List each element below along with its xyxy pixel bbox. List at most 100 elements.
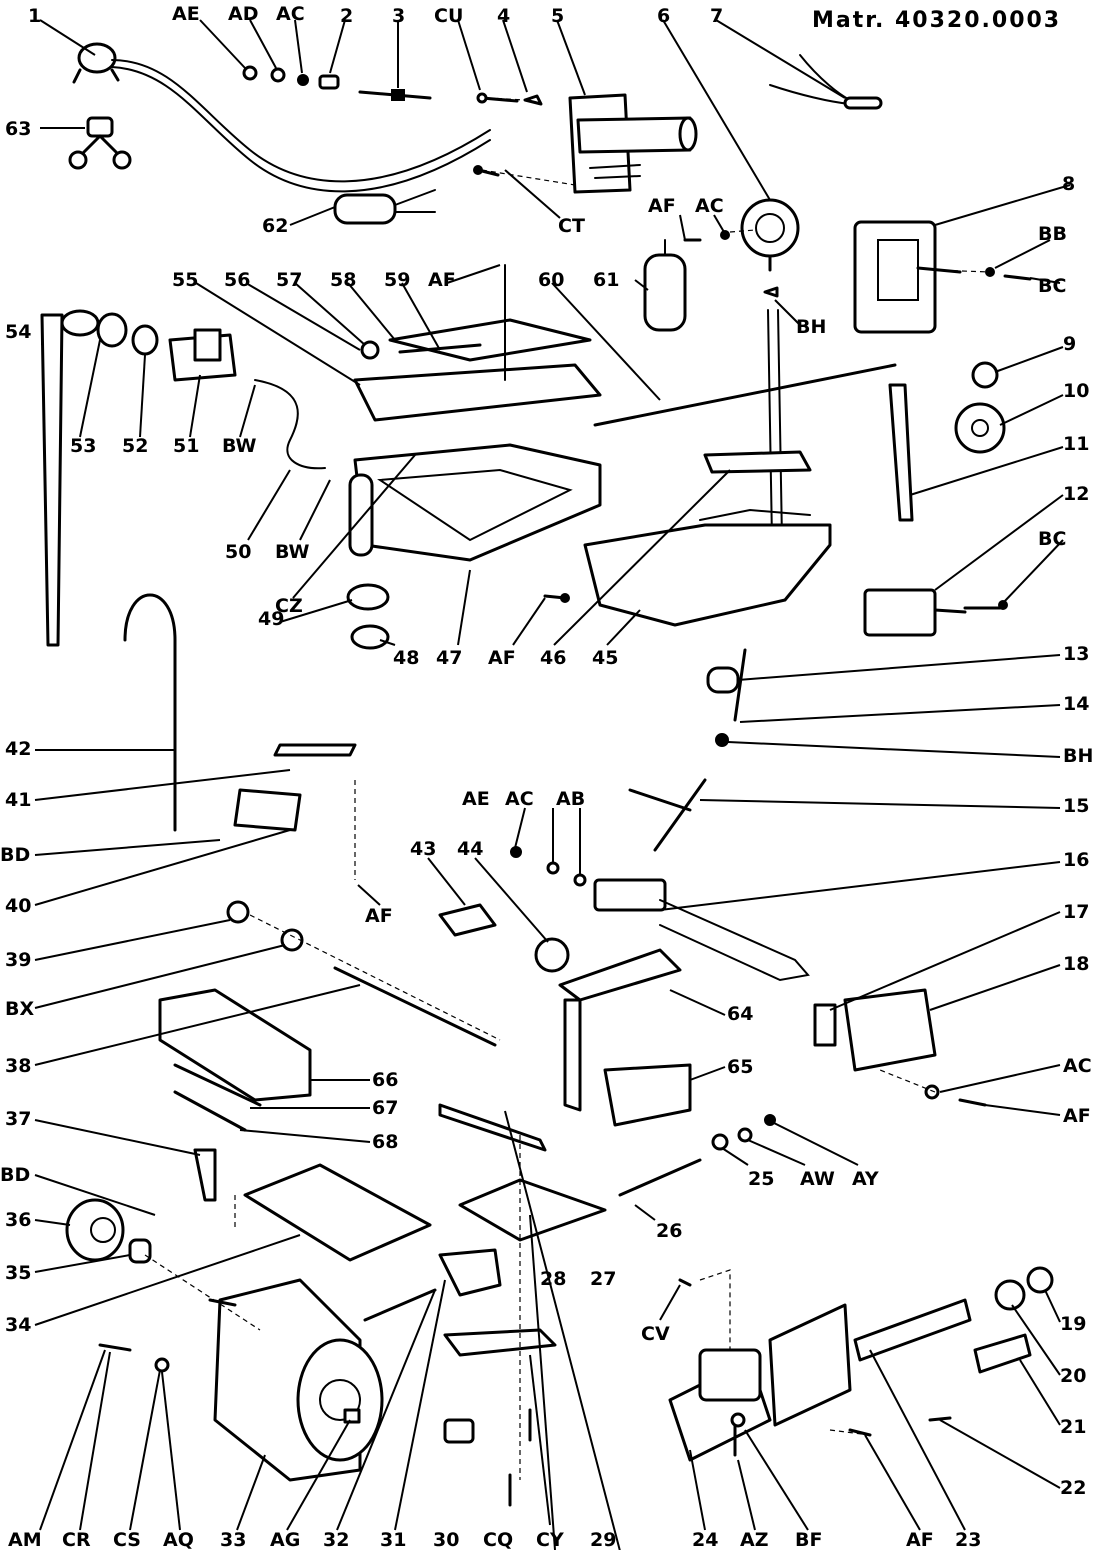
label-36: 36 [5,1209,31,1231]
label-5: 5 [551,5,564,27]
label-23: 23 [955,1529,981,1550]
label-4: 4 [497,5,510,27]
label-33: 33 [220,1529,246,1550]
label-24: 24 [692,1529,718,1550]
label-39: 39 [5,949,31,971]
label-47: 47 [436,647,462,669]
label-35: 35 [5,1262,31,1284]
part-16-heater-drawing [593,878,810,982]
label-26: 26 [656,1220,682,1242]
label-AY: AY [852,1168,879,1190]
label-66: 66 [372,1069,398,1091]
label-55: 55 [172,269,198,291]
label-50: 50 [225,541,251,563]
label-AF-c: AF [488,647,516,669]
label-60: 60 [538,269,564,291]
part-45-tray-drawing [583,450,832,627]
leader-lines [34,19,1071,1550]
label-AC-d: AC [505,788,534,810]
label-AB: AB [556,788,585,810]
label-52: 52 [122,435,148,457]
label-68: 68 [372,1131,398,1153]
label-BB: BB [1038,223,1067,245]
label-28: 28 [540,1268,566,1290]
label-AF-b: AF [428,269,456,291]
label-58: 58 [330,269,356,291]
label-AE: AE [172,3,200,25]
label-65: 65 [727,1056,753,1078]
label-AG: AG [270,1529,300,1550]
label-20: 20 [1060,1365,1086,1387]
label-49: 49 [258,608,284,630]
label-CQ: CQ [483,1529,513,1550]
label-40: 40 [5,895,31,917]
part-62-capacitor-drawing [333,189,436,225]
label-11: 11 [1063,433,1089,455]
label-21: 21 [1060,1416,1086,1438]
label-30: 30 [433,1529,459,1550]
label-31: 31 [380,1529,406,1550]
assembly-dash-lines [144,97,991,1480]
label-BD-a: BD [0,844,30,866]
part-drawings [40,42,1054,1507]
label-1: 1 [28,5,41,27]
label-42: 42 [5,738,31,760]
label-13: 13 [1063,643,1089,665]
part-1-inlet-hose-drawing [72,42,491,193]
label-29: 29 [590,1529,616,1550]
label-AF-e: AF [365,905,393,927]
model-number: Matr. 40320.0003 [812,8,1061,33]
label-62: 62 [262,215,288,237]
label-BX: BX [5,998,34,1020]
label-BW-a: BW [222,435,256,457]
label-15: 15 [1063,795,1089,817]
label-CR: CR [62,1529,91,1550]
label-BH-b: BH [1063,745,1093,767]
label-BC-b: BC [1038,528,1066,550]
label-CZ: CZ [275,595,303,617]
label-59: 59 [384,269,410,291]
label-BH-a: BH [796,316,826,338]
label-44: 44 [457,838,483,860]
label-9: 9 [1063,333,1076,355]
label-CS: CS [113,1529,141,1550]
label-2: 2 [340,5,353,27]
label-AC-c: AC [1063,1055,1092,1077]
label-AE-b: AE [462,788,490,810]
part-8-timer-drawing [853,220,1032,334]
label-67: 67 [372,1097,398,1119]
label-CV: CV [641,1323,670,1345]
part-54-drain-tube-drawing [40,309,100,647]
label-AQ: AQ [163,1529,194,1550]
part-47-dispenser-drawing [348,443,602,562]
label-AF-d: AF [1063,1105,1091,1127]
label-32: 32 [323,1529,349,1550]
label-AF-a: AF [648,195,676,217]
label-46: 46 [540,647,566,669]
label-AF-f: AF [906,1529,934,1550]
label-19: 19 [1060,1313,1086,1335]
label-18: 18 [1063,953,1089,975]
label-38: 38 [5,1055,31,1077]
label-17: 17 [1063,901,1089,923]
label-BW-b: BW [275,541,309,563]
label-63: 63 [5,118,31,140]
label-12: 12 [1063,483,1089,505]
label-41: 41 [5,789,31,811]
label-AM: AM [8,1529,42,1550]
label-53: 53 [70,435,96,457]
label-14: 14 [1063,693,1089,715]
label-AZ: AZ [740,1529,768,1550]
label-37: 37 [5,1108,31,1130]
label-AC-b: AC [695,195,724,217]
part-5-switch-housing-drawing [568,93,698,194]
label-BC-a: BC [1038,275,1066,297]
label-10: 10 [1063,380,1089,402]
label-AD: AD [228,3,258,25]
label-16: 16 [1063,849,1089,871]
label-64: 64 [727,1003,753,1025]
label-8: 8 [1062,173,1075,195]
label-51: 51 [173,435,199,457]
label-43: 43 [410,838,436,860]
